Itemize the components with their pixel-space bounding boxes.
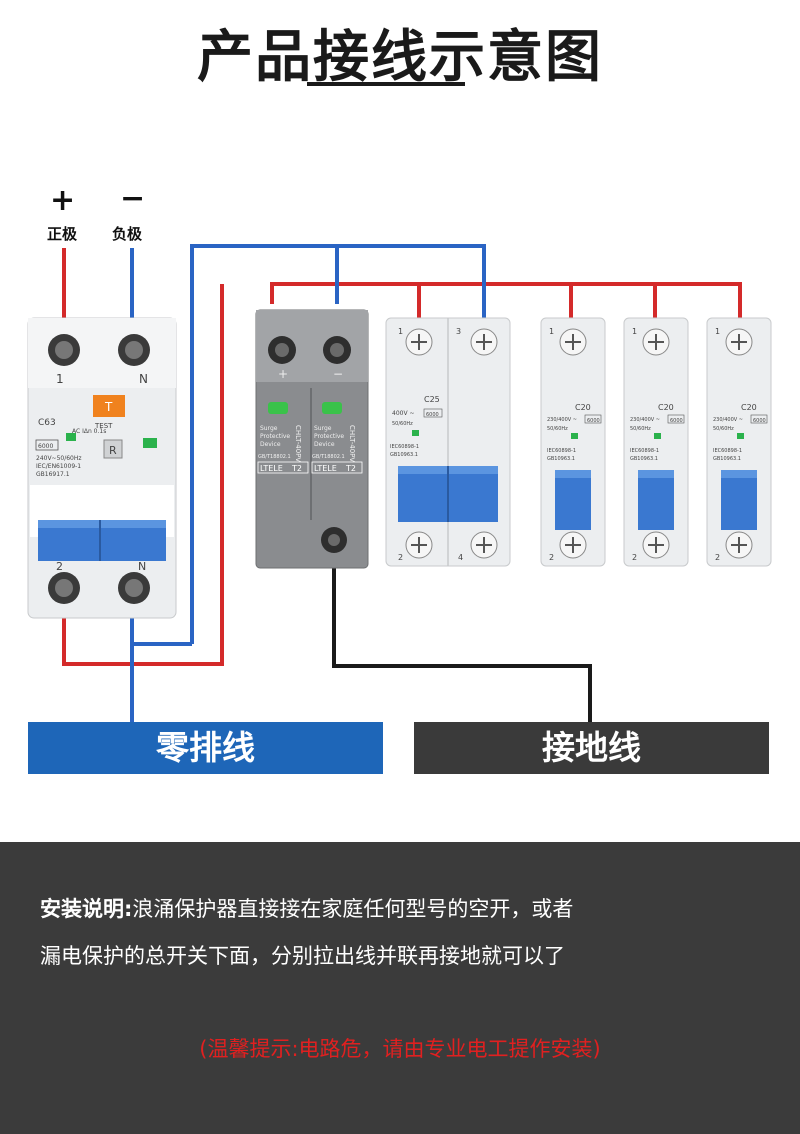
spd-brand: LTELE: [314, 464, 337, 473]
rcbo-breaker: 1 N T C63 TEST 6000 R AC IΔn 0.1s 240V~5…: [27, 317, 177, 619]
rcbo-terminal-label: N: [138, 560, 146, 573]
page-title: 产品接线示意图: [197, 25, 603, 90]
ground-busbar: 接地线: [414, 722, 769, 774]
mcb1p-breaking: 6000: [753, 418, 766, 424]
rcbo-handle: [38, 525, 166, 561]
negative-label: 负极: [112, 225, 143, 243]
mcb1p-handle: [638, 470, 674, 530]
install-instruction-line1: 安装说明:浪涌保护器直接接在家庭任何型号的空开，或者: [40, 893, 780, 923]
spd-plus-label: +: [278, 367, 288, 381]
rcbo-reset-label: R: [109, 444, 117, 457]
mcb1p-terminal-label: 2: [632, 553, 637, 562]
mcb1p-rating: C20: [658, 403, 674, 412]
safety-warning: (温馨提示:电路危，请由专业电工提作安装): [199, 1037, 601, 1061]
mcb1p-terminal-label: 2: [715, 553, 720, 562]
mcb2p-breaking: 6000: [426, 412, 439, 418]
spd-desc: Surge: [260, 425, 278, 432]
mcb1p-rating: C20: [741, 403, 757, 412]
live-bus-wire: [270, 282, 742, 318]
rcbo-terminal-label: N: [139, 372, 148, 386]
install-instruction-heading: 安装说明:: [40, 897, 133, 921]
wiring-diagram: 1 N T C63 TEST 6000 R AC IΔn 0.1s 240V~5…: [27, 244, 772, 724]
mcb1p-handle: [555, 470, 591, 530]
mcb1p-voltage: 230/400V ~: [630, 417, 660, 423]
mcb1p-terminal-label: 1: [715, 327, 720, 336]
rcbo-rating: C63: [38, 418, 56, 428]
install-instruction-text: 浪涌保护器直接接在家庭任何型号的空开，或者: [132, 897, 574, 921]
mcb-2p-breaker: 1 3 C25 400V ~ 6000 50/60Hz IEC60898-1 G…: [385, 317, 511, 567]
rcbo-terminal-label: 1: [56, 372, 64, 386]
spd-desc: Device: [314, 441, 335, 448]
neutral-wires: [130, 244, 486, 724]
mcb1p-std: IEC60898-1: [713, 448, 742, 454]
rcbo-button-label: T: [104, 400, 113, 414]
mcb2p-terminal-label: 4: [458, 553, 463, 562]
mcb1p-terminal-label: 1: [549, 327, 554, 336]
neutral-busbar: 零排线: [28, 722, 383, 774]
mcb2p-std: IEC60898-1: [390, 444, 419, 450]
spd-type: T2: [291, 464, 302, 473]
mcb2p-rating: C25: [424, 395, 440, 404]
mcb2p-terminal-label: 2: [398, 553, 403, 562]
mcb2p-freq: 50/60Hz: [392, 421, 413, 427]
rcbo-test-button: [93, 395, 125, 417]
rcbo-breaking: 6000: [38, 443, 53, 450]
mcb1p-terminal-label: 1: [632, 327, 637, 336]
live-return-wire: [62, 284, 224, 666]
spd-model: CHLT-40PV: [294, 425, 302, 462]
mcb1p-std: GB10963.1: [630, 456, 658, 462]
spd-brand: LTELE: [260, 464, 283, 473]
rcbo-terminal-label: 2: [56, 560, 63, 573]
mcb1p-freq: 50/60Hz: [713, 426, 734, 432]
mcb1p-voltage: 230/400V ~: [713, 417, 743, 423]
mcb2p-terminal-label: 1: [398, 327, 403, 336]
mcb1p-rating: C20: [575, 403, 591, 412]
mcb2p-std: GB10963.1: [390, 452, 418, 458]
info-panel: [0, 842, 800, 1134]
surge-protective-device: + − Surge Protective Device Surge Protec…: [255, 309, 369, 569]
rcbo-spec: IEC/EN61009-1: [36, 463, 81, 470]
mcb1p-std: GB10963.1: [547, 456, 575, 462]
mcb1p-freq: 50/60Hz: [630, 426, 651, 432]
mcb1p-std: GB10963.1: [713, 456, 741, 462]
ground-wire: [332, 562, 592, 724]
mcb1p-std: IEC60898-1: [630, 448, 659, 454]
mcb1p-terminal-label: 2: [549, 553, 554, 562]
mcb1p-handle: [721, 470, 757, 530]
mcb1p-breaking: 6000: [587, 418, 600, 424]
rcbo-test-label: TEST: [94, 422, 113, 430]
title-underline: [307, 82, 465, 86]
spd-desc: Device: [260, 441, 281, 448]
rcbo-spec: AC IΔn 0.1s: [72, 428, 106, 435]
spd-indicator-left: [268, 402, 288, 414]
spd-minus-label: −: [333, 367, 343, 381]
positive-sign: +: [50, 183, 76, 218]
mcb1p-freq: 50/60Hz: [547, 426, 568, 432]
spd-standard: GB/T18802.1: [312, 454, 345, 460]
mcb2p-terminal-label: 3: [456, 327, 461, 336]
spd-desc: Surge: [314, 425, 332, 432]
spd-type: T2: [345, 464, 356, 473]
mcb1p-std: IEC60898-1: [547, 448, 576, 454]
negative-sign: −: [120, 181, 146, 216]
rcbo-spec: 240V~50/60Hz: [36, 455, 82, 462]
mcb1p-breaking: 6000: [670, 418, 683, 424]
positive-label: 正极: [47, 225, 78, 243]
spd-standard: GB/T18802.1: [258, 454, 291, 460]
mcb2p-voltage: 400V ~: [392, 410, 415, 417]
rcbo-spec: GB16917.1: [36, 471, 70, 478]
spd-desc: Protective: [314, 433, 344, 440]
spd-indicator-right: [322, 402, 342, 414]
rcbo-reset-button: [103, 439, 123, 459]
mcb1p-voltage: 230/400V ~: [547, 417, 577, 423]
spd-model: CHLT-40PV: [348, 425, 356, 462]
install-instruction-line2: 漏电保护的总开关下面，分别拉出线并联再接地就可以了: [40, 944, 565, 968]
spd-desc: Protective: [260, 433, 290, 440]
live-wires: [62, 248, 742, 666]
